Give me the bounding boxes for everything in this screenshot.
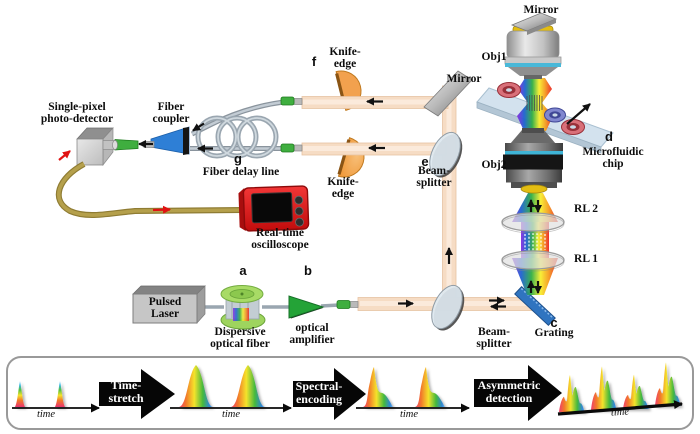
tag-f: f	[311, 54, 317, 69]
tag-a: a	[239, 263, 247, 278]
step-spectral-encoding-label: Spectral- encoding	[295, 379, 343, 407]
optical-amplifier	[288, 295, 325, 319]
obj2-label: Obj2	[481, 159, 507, 171]
time-axis-label-3: time	[399, 409, 419, 420]
dispersive-fiber-spool	[220, 285, 266, 330]
beam-direction-arrows	[138, 97, 542, 311]
tag-g: g	[234, 151, 242, 166]
mirror-mid-label: Mirror	[446, 73, 482, 85]
obj1-label: Obj1	[481, 51, 507, 63]
step-time-stretch-label: Time- stretch	[108, 378, 144, 406]
step-arrow-time-stretch	[99, 369, 175, 419]
fiber-delay-line-loops	[195, 115, 279, 159]
chip-droplets	[497, 82, 591, 135]
dispersed-beam-upper	[517, 78, 553, 131]
mirror-top-label: Mirror	[523, 4, 559, 16]
pulsed-laser-label: Pulsed Laser	[148, 296, 182, 321]
beam-splitter-mid-label: Beam- splitter	[416, 165, 452, 190]
grating-label: Grating	[534, 327, 574, 339]
beam-splitter-mid	[429, 131, 463, 178]
optical-amplifier-label: optical amplifier	[289, 322, 335, 347]
mirror-mid	[423, 70, 473, 117]
objective-obj2	[503, 128, 563, 194]
rl2-label: RL 2	[574, 203, 598, 215]
oscilloscope-label: Real-time oscilloscope	[251, 227, 309, 252]
step-asymmetric-detection-label: Asymmetric detection	[477, 378, 541, 406]
grating	[514, 285, 556, 327]
relay-lens-rl2	[501, 212, 565, 234]
dispersed-beam-lower	[512, 193, 558, 295]
time-axis-label-4: time	[610, 406, 630, 419]
cable-direction-arrows	[58, 150, 171, 214]
signal-cable	[55, 161, 244, 218]
tag-c: c	[550, 315, 558, 330]
relay-lens-rl1	[501, 250, 565, 272]
beam-splitter-bottom-label: Beam- splitter	[476, 326, 512, 351]
knife-edge-bottom-label: Knife- edge	[327, 176, 359, 201]
fiber-coupler	[150, 126, 190, 155]
step-arrow-asymmetric-detection	[474, 365, 562, 421]
step-arrow-spectral-encoding	[293, 368, 366, 420]
time-axis-4	[557, 400, 683, 416]
pulsed-laser	[132, 285, 206, 324]
flow-direction-arrow	[566, 103, 591, 125]
knife-edge-top-label: Knife- edge	[329, 46, 361, 71]
fiber-coupler-label: Fiber coupler	[152, 101, 190, 126]
tag-e: e	[421, 154, 429, 169]
mirror-top	[510, 12, 558, 35]
fiber-delay-line-label: Fiber delay line	[202, 166, 280, 178]
microfluidic-chip-label: Microfluidic chip	[582, 146, 644, 171]
oscilloscope	[238, 185, 310, 232]
rl1-label: RL 1	[574, 253, 598, 265]
concept-panel	[6, 356, 694, 430]
tag-d: d	[605, 129, 613, 144]
time-axis-label-2: time	[221, 409, 241, 420]
tag-b: b	[304, 263, 312, 278]
detector-label: Single-pixel photo-detector	[40, 101, 114, 126]
time-axis-label-1: time	[36, 409, 56, 420]
photo-detector	[76, 127, 118, 167]
beam-splitter-bottom	[431, 284, 465, 331]
dispersive-fiber-label: Dispersive optical fiber	[210, 326, 270, 351]
